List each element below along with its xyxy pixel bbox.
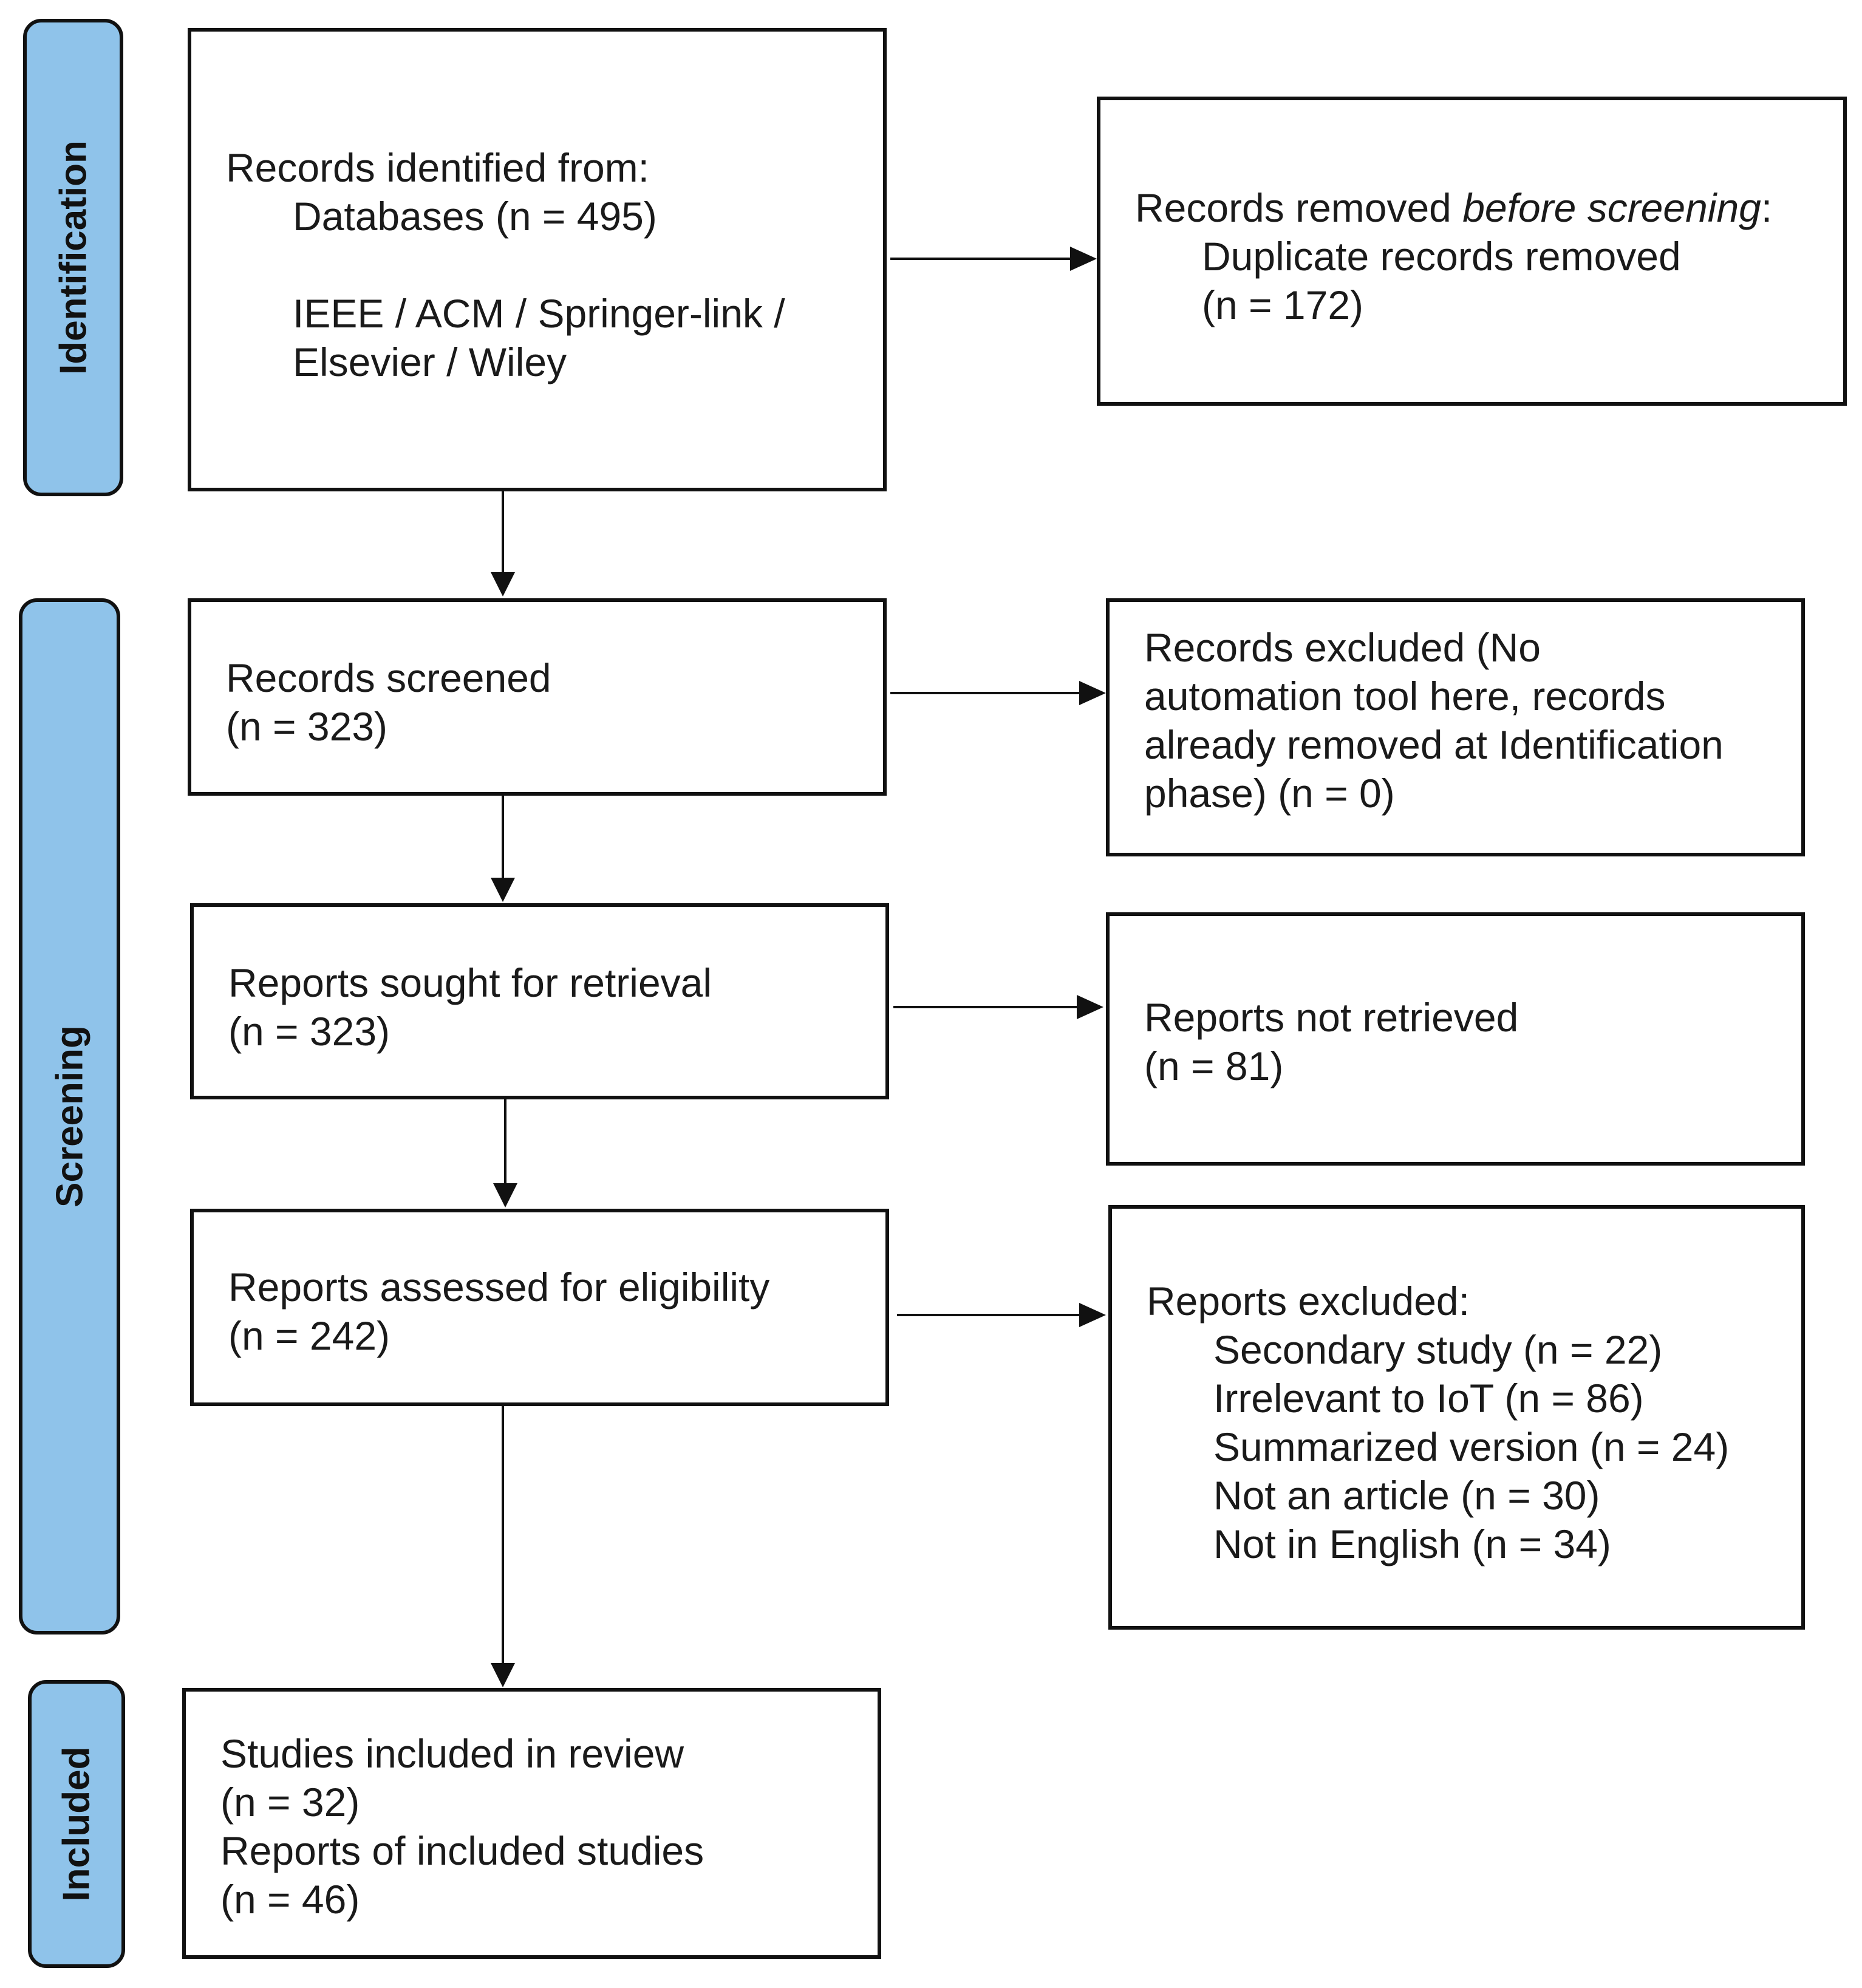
box-text: (n = 81) <box>1144 1044 1284 1088</box>
box-text: phase) (n = 0) <box>1144 771 1395 816</box>
phase-label: Identification <box>52 140 94 375</box>
box-text: Reports excluded: <box>1147 1279 1470 1324</box>
box-text: (n = 323) <box>226 704 387 749</box>
text-prefix: Records removed <box>1135 185 1463 230</box>
box-text: Records excluded (No <box>1144 625 1541 670</box>
box-text: (n = 46) <box>220 1877 360 1922</box>
box-text: IEEE / ACM / Springer-link / <box>293 291 785 336</box>
box-text: Not in English (n = 34) <box>1213 1522 1611 1566</box>
box-text: Elsevier / Wiley <box>293 340 567 384</box>
studies-included-box: Studies included in review (n = 32) Repo… <box>182 1688 881 1959</box>
phase-identification: Identification <box>23 19 123 496</box>
box-text: (n = 172) <box>1202 282 1363 327</box>
phase-screening: Screening <box>19 598 120 1634</box>
phase-label: Included <box>55 1746 98 1902</box>
box-text: Reports of included studies <box>220 1828 704 1873</box>
text-suffix: : <box>1761 185 1773 230</box>
box-text: Records removed before screening: <box>1135 183 1831 232</box>
reports-excluded-box: Reports excluded: Secondary study (n = 2… <box>1108 1205 1805 1630</box>
box-text: Databases (n = 495) <box>293 194 657 239</box>
box-text: already removed at Identification <box>1144 722 1724 767</box>
records-screened-box: Records screened (n = 323) <box>188 598 887 796</box>
box-text: Summarized version (n = 24) <box>1213 1424 1730 1469</box>
box-text: Irrelevant to IoT (n = 86) <box>1213 1376 1644 1421</box>
records-excluded-box: Records excluded (No automation tool her… <box>1106 598 1805 856</box>
box-text: (n = 32) <box>220 1780 360 1825</box>
box-text: (n = 242) <box>228 1313 390 1358</box>
reports-not-retrieved-box: Reports not retrieved (n = 81) <box>1106 912 1805 1166</box>
box-text: Duplicate records removed <box>1202 234 1681 279</box>
box-text: (n = 323) <box>228 1009 390 1054</box>
box-text: Reports sought for retrieval <box>228 960 712 1005</box>
box-text: Reports not retrieved <box>1144 995 1519 1040</box>
phase-included: Included <box>28 1680 125 1968</box>
box-text: Secondary study (n = 22) <box>1213 1327 1663 1372</box>
box-text: Studies included in review <box>220 1731 684 1776</box>
box-text: Records screened <box>226 655 551 700</box>
phase-label: Screening <box>49 1025 90 1207</box>
reports-sought-box: Reports sought for retrieval (n = 323) <box>190 903 889 1099</box>
box-text: Records identified from: <box>226 145 649 190</box>
text-italic: before screening <box>1462 185 1761 230</box>
box-text: automation tool here, records <box>1144 674 1666 719</box>
records-removed-box: Records removed before screening: Duplic… <box>1097 97 1847 406</box>
box-text: Reports assessed for eligibility <box>228 1265 770 1310</box>
box-text: Not an article (n = 30) <box>1213 1473 1600 1518</box>
records-identified-box: Records identified from: Databases (n = … <box>188 28 887 491</box>
reports-assessed-box: Reports assessed for eligibility (n = 24… <box>190 1209 889 1406</box>
